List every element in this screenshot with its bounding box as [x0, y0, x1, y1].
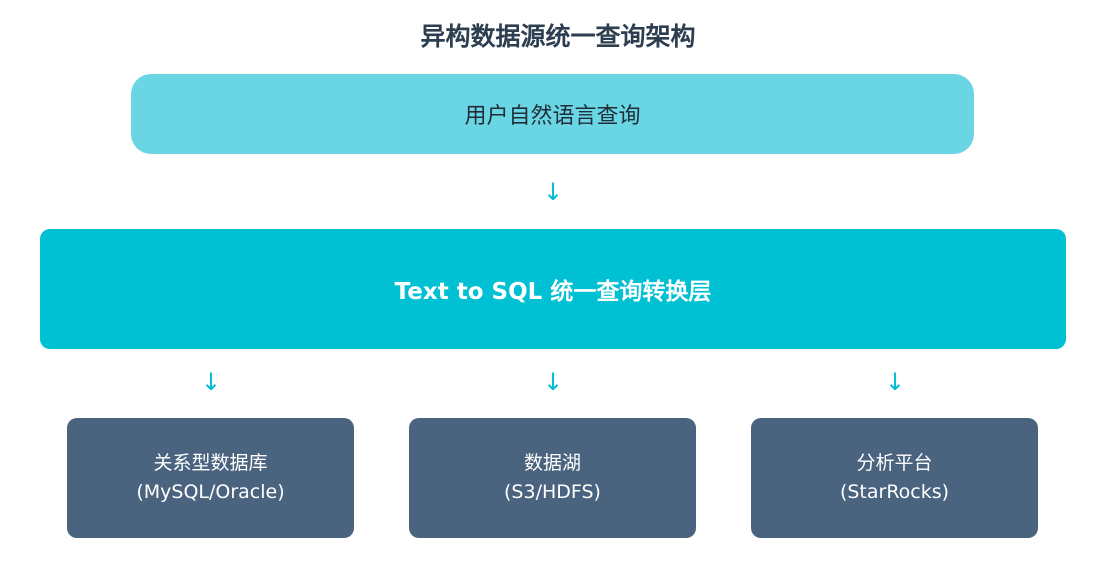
source-name: 关系型数据库 [153, 452, 268, 474]
source-name: 数据湖 [523, 452, 581, 474]
down-arrow-icon: ↓ [200, 368, 222, 396]
data-lake-box: 数据湖 (S3/HDFS) [409, 418, 696, 538]
diagram-title: 异构数据源统一查询架构 [420, 22, 696, 51]
down-arrow-icon: ↓ [884, 368, 906, 396]
user-query-box: 用户自然语言查询 [131, 74, 974, 154]
analytics-platform-box: 分析平台 (StarRocks) [751, 418, 1038, 538]
source-detail: (MySQL/Oracle) [136, 481, 285, 503]
text-to-sql-layer-box: Text to SQL 统一查询转换层 [40, 229, 1066, 349]
source-detail: (StarRocks) [839, 481, 950, 503]
source-detail: (S3/HDFS) [504, 481, 601, 503]
down-arrow-icon: ↓ [542, 178, 564, 206]
down-arrow-icon: ↓ [542, 368, 564, 396]
user-query-label: 用户自然语言查询 [464, 104, 641, 129]
text-to-sql-layer-label: Text to SQL 统一查询转换层 [394, 279, 712, 305]
source-name: 分析平台 [856, 452, 933, 474]
relational-db-box: 关系型数据库 (MySQL/Oracle) [67, 418, 354, 538]
